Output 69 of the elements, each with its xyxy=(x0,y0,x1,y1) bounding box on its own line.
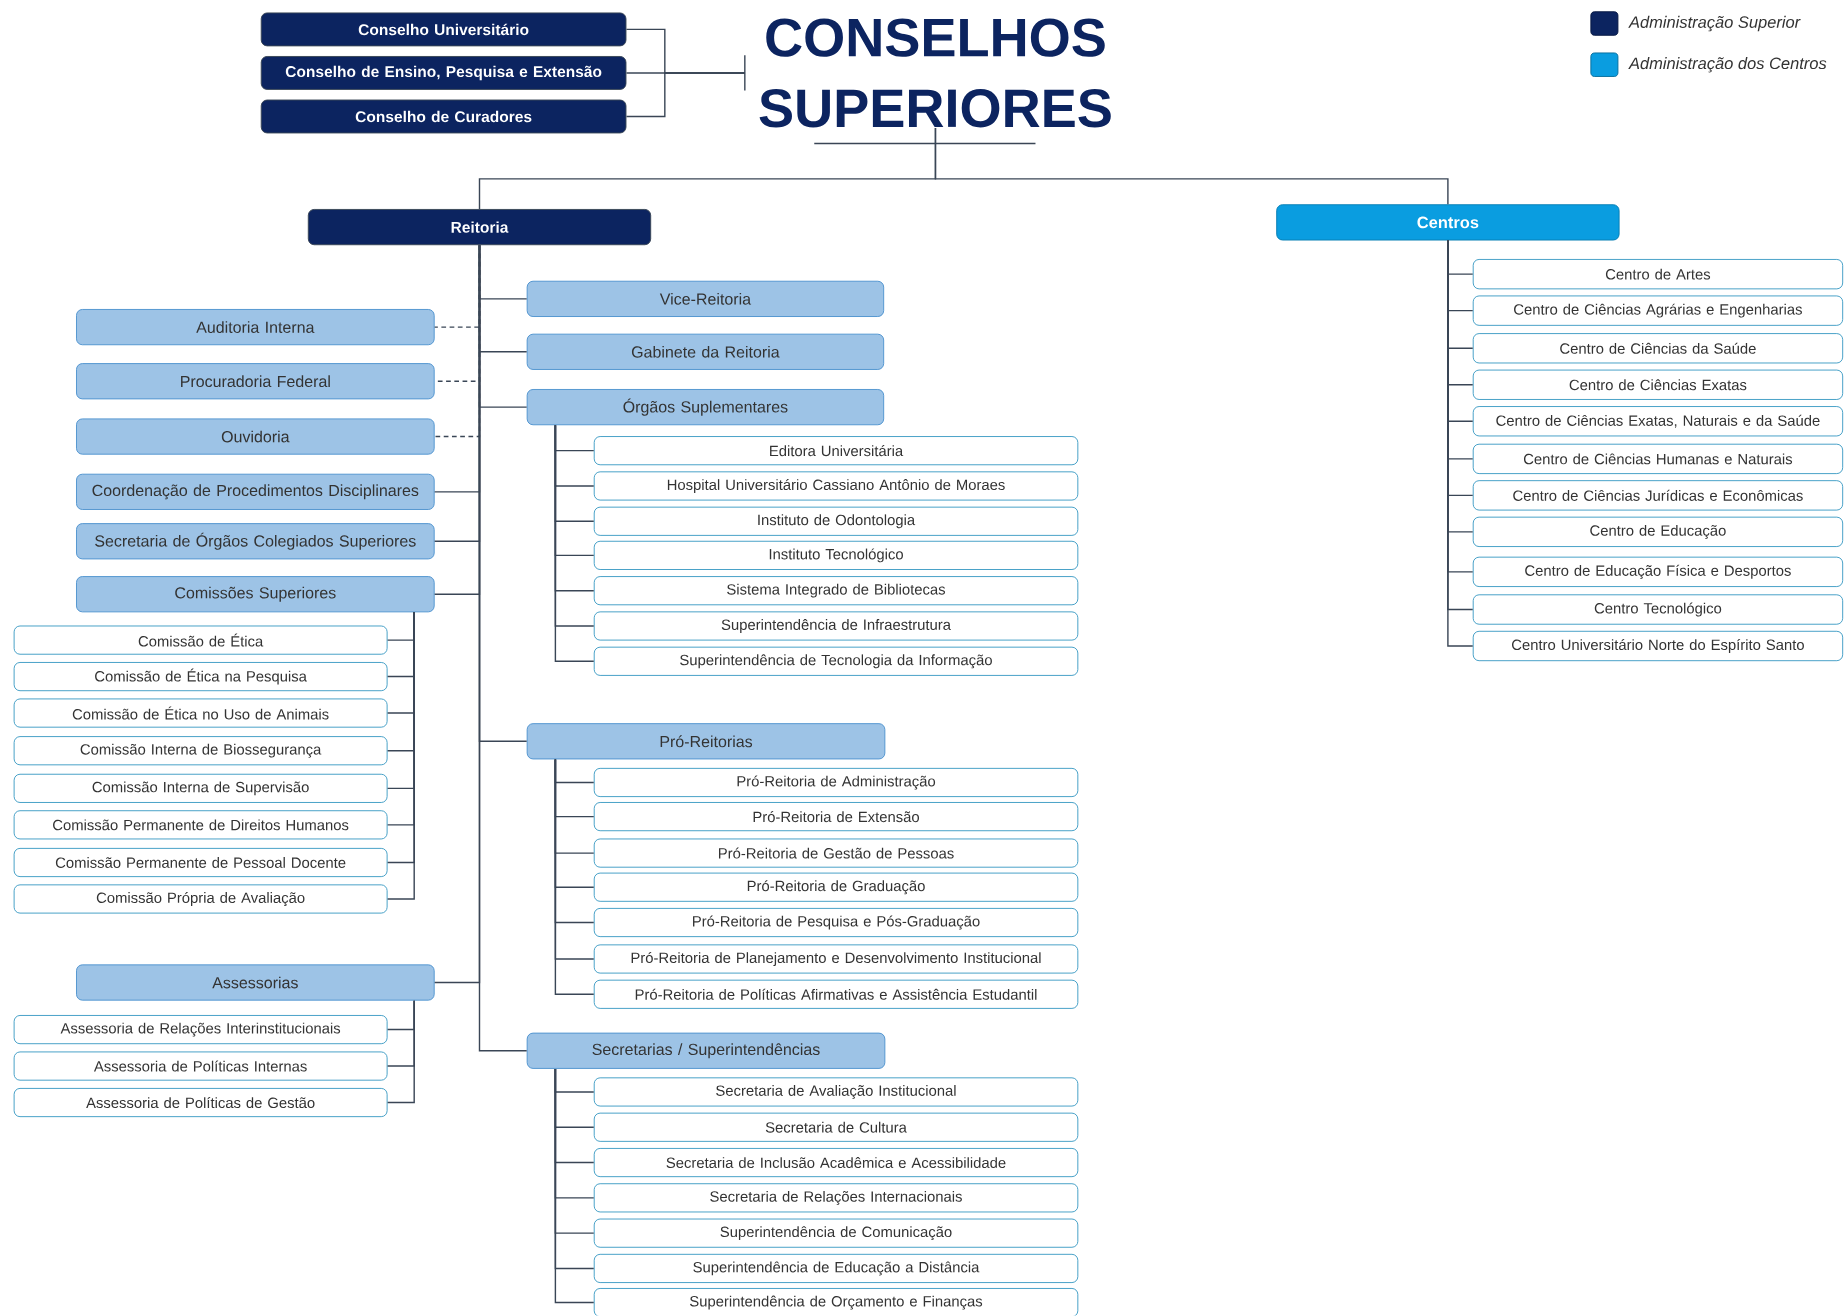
council-box: Conselho Universitário xyxy=(260,12,627,47)
unit-box: Assessoria de Políticas de Gestão xyxy=(13,1088,388,1118)
unit-box: Pró-Reitoria de Extensão xyxy=(593,802,1079,832)
unit-box: Centro Universitário Norte do Espírito Santo xyxy=(1472,631,1844,662)
unit-box: Comissão Permanente de Pessoal Docente xyxy=(13,848,388,878)
unit-box: Centro de Ciências Humanas e Naturais xyxy=(1472,443,1844,475)
unit-box: Pró-Reitoria de Políticas Afirmativas e Assistência Estudantil xyxy=(593,979,1079,1010)
connector-line xyxy=(554,424,595,663)
org-box: Auditoria Interna xyxy=(76,309,435,346)
unit-box: Secretaria de Inclusão Acadêmica e Acessibilidade xyxy=(593,1148,1079,1178)
connector-line xyxy=(478,244,528,1052)
unit-box: Comissão de Ética na Pesquisa xyxy=(13,662,388,692)
unit-box: Centro de Ciências Exatas xyxy=(1472,369,1844,401)
unit-box: Centro Tecnológico xyxy=(1472,594,1844,625)
unit-box: Superintendência de Educação a Distância xyxy=(593,1254,1079,1284)
connector-line xyxy=(554,758,595,996)
unit-box: Comissão Própria de Avaliação xyxy=(13,884,388,914)
unit-box: Secretaria de Cultura xyxy=(593,1112,1079,1143)
legend-text: Administração Superior xyxy=(1628,16,1801,32)
org-box: Coordenação de Procedimentos Disciplinares xyxy=(76,473,435,511)
unit-box: Assessoria de Políticas Internas xyxy=(13,1051,388,1081)
unit-box: Secretaria de Avaliação Institucional xyxy=(593,1077,1079,1107)
unit-box: Centro de Educação xyxy=(1472,516,1844,548)
org-box: Órgãos Suplementares xyxy=(526,389,885,426)
unit-box: Instituto Tecnológico xyxy=(593,541,1079,571)
unit-box: Centro de Ciências Agrárias e Engenharias xyxy=(1472,295,1844,327)
org-box: Ouvidoria xyxy=(76,418,435,455)
unit-box: Hospital Universitário Cassiano Antônio de Moraes xyxy=(593,471,1079,501)
unit-box: Pró-Reitoria de Planejamento e Desenvolvimento Institucional xyxy=(593,944,1079,974)
unit-box: Comissão de Ética xyxy=(13,625,388,655)
unit-box: Centro de Ciências da Saúde xyxy=(1472,333,1844,364)
unit-box: Superintendência de Infraestrutura xyxy=(593,611,1079,641)
unit-box: Comissão de Ética no Uso de Animais xyxy=(13,698,388,728)
org-box: Gabinete da Reitoria xyxy=(526,333,885,371)
org-box: Procuradoria Federal xyxy=(76,363,435,400)
council-box: Reitoria xyxy=(307,209,652,246)
unit-box: Pró-Reitoria de Pesquisa e Pós-Graduação xyxy=(593,908,1079,938)
heading-text: CONSELHOS SUPERIORES xyxy=(759,18,1111,128)
council-box: Conselho de Ensino, Pesquisa e Extensão xyxy=(260,56,627,91)
unit-box: Pró-Reitoria de Administração xyxy=(593,768,1079,798)
unit-box: Centro de Artes xyxy=(1472,259,1844,290)
org-box: Pró-Reitorias xyxy=(526,723,886,760)
org-box: Vice-Reitoria xyxy=(526,281,885,318)
org-box: Secretarias / Superintendências xyxy=(526,1032,886,1070)
unit-box: Superintendência de Tecnologia da Informação xyxy=(593,646,1079,677)
unit-box: Superintendência de Orçamento e Finanças xyxy=(593,1288,1079,1316)
connector-line xyxy=(386,1000,415,1104)
unit-box: Secretaria de Relações Internacionais xyxy=(593,1183,1079,1213)
unit-box: Pró-Reitoria de Gestão de Pessoas xyxy=(593,838,1079,868)
unit-box: Superintendência de Comunicação xyxy=(593,1218,1079,1248)
legend-text: Administração dos Centros xyxy=(1628,57,1827,73)
unit-box: Pró-Reitoria de Graduação xyxy=(593,872,1079,903)
org-box: Assessorias xyxy=(76,964,435,1001)
bracket-connector xyxy=(625,72,746,118)
unit-box: Sistema Integrado de Bibliotecas xyxy=(593,576,1079,606)
unit-box: Instituto de Odontologia xyxy=(593,506,1079,537)
unit-box: Centro de Ciências Jurídicas e Econômicas xyxy=(1472,480,1844,511)
unit-box: Editora Universitária xyxy=(593,436,1079,466)
council-box: Conselho de Curadores xyxy=(260,99,627,134)
unit-box: Centro de Educação Física e Desportos xyxy=(1472,556,1844,588)
unit-box: Comissão Permanente de Direitos Humanos xyxy=(13,810,388,840)
org-box: Secretaria de Órgãos Colegiados Superiores xyxy=(76,523,435,560)
unit-box: Comissão Interna de Supervisão xyxy=(13,774,388,804)
unit-box: Assessoria de Relações Interinstitucionais xyxy=(13,1015,388,1045)
org-box: Centros xyxy=(1276,204,1620,241)
connector-line xyxy=(934,127,1449,206)
org-box: Comissões Superiores xyxy=(76,576,435,613)
unit-box: Centro de Ciências Exatas, Naturais e da Saúde xyxy=(1472,406,1844,437)
unit-box: Comissão Interna de Biossegurança xyxy=(13,736,388,766)
